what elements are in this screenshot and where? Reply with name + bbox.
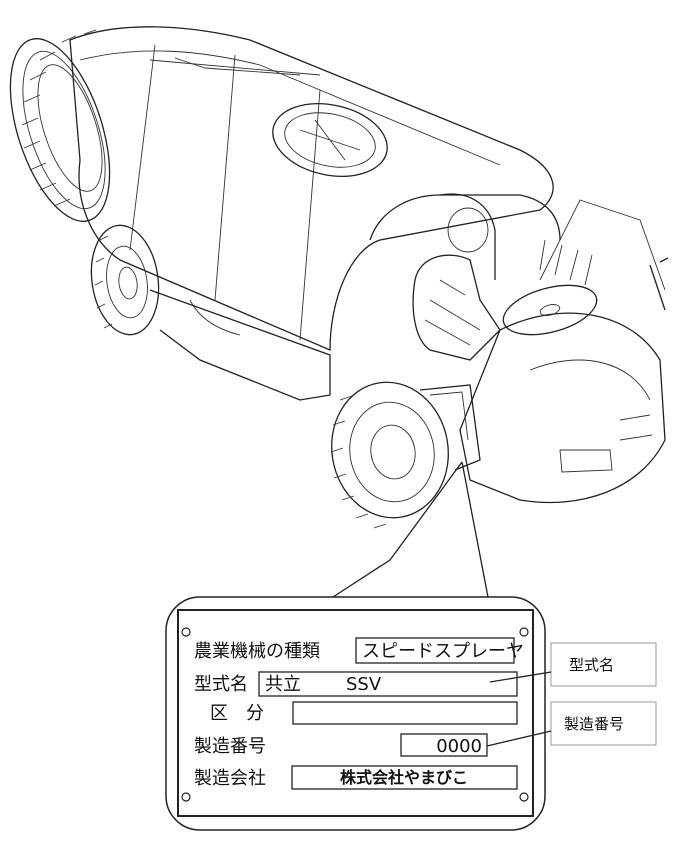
plate-label-serial: 製造番号: [194, 736, 266, 757]
callout-leader-right: [461, 461, 489, 598]
plate-value-model: SSV: [346, 674, 382, 695]
plate-value-model-prefix: 共立: [265, 674, 301, 695]
callout-model-name: 型式名: [489, 642, 657, 687]
callout-serial-number-label: 製造番号: [564, 715, 624, 733]
plate-label-machine-type: 農業機械の種類: [194, 641, 320, 662]
name-plate: 農業機械の種類 スピードスプレーヤ 型式名 共立 SSV 区 分 製造番号 00…: [165, 596, 546, 831]
plate-label-manufacturer: 製造会社: [194, 768, 266, 789]
plate-label-category: 区 分: [210, 703, 264, 724]
callout-model-name-label: 型式名: [569, 656, 614, 674]
speed-sprayer-drawing: [9, 26, 669, 529]
callout-serial-number: 製造番号: [486, 701, 657, 747]
plate-value-machine-type: スピードスプレーヤ: [362, 641, 524, 662]
plate-value-manufacturer: 株式会社やまびこ: [340, 768, 468, 787]
callout-leader-left: [332, 461, 463, 598]
plate-label-model: 型式名: [194, 674, 248, 695]
plate-value-serial: 0000: [436, 736, 482, 757]
